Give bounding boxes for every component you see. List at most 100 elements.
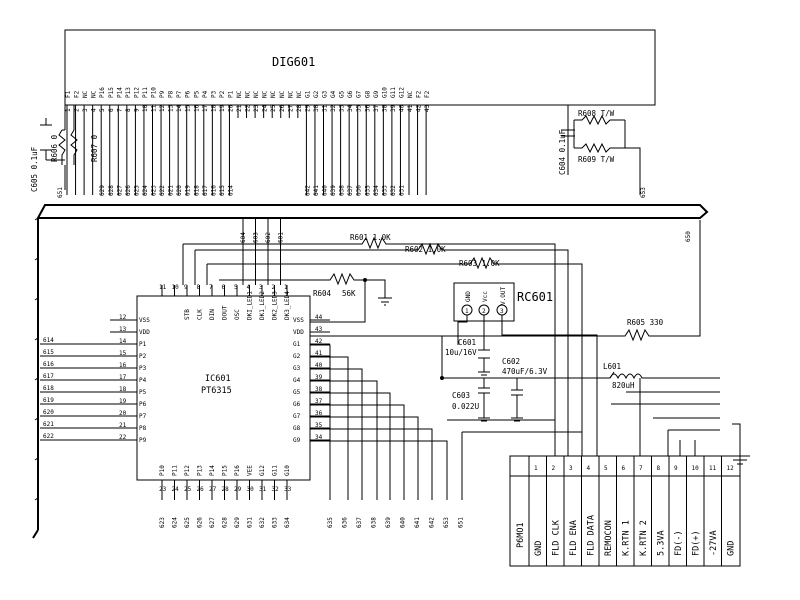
display-pin-number: 19: [219, 104, 226, 112]
ic-right-pin-number: 44: [315, 314, 323, 321]
connector-pin-number: 8: [657, 465, 661, 472]
connector-signal-label: -27VA: [709, 530, 719, 556]
ic-left-pin-label: P4: [139, 377, 147, 384]
ic-bottom-net-label: 653: [443, 517, 450, 528]
ic-left-pin-label: P1: [139, 341, 147, 348]
ic-bottom-pin-number: 27: [209, 486, 217, 493]
display-pin-label: NC: [253, 90, 260, 98]
display-pin-label: NC: [236, 90, 243, 98]
display-net-label: 619: [185, 185, 192, 196]
r605-resistor: R605 330: [310, 220, 701, 342]
display-pin-label: P1: [227, 90, 234, 98]
rc601-pin3-num: 3: [500, 308, 504, 315]
ic-left-net-label: 614: [43, 337, 54, 344]
connector-pin-number: 6: [622, 465, 626, 472]
right-supply-wires: [611, 391, 750, 465]
display-net-label: 629: [99, 185, 106, 196]
ic-right-pin-label: G4: [293, 377, 301, 384]
display-pin-label: NC: [82, 90, 89, 98]
display-pin-label: P8: [168, 90, 175, 98]
display-pin-label: P7: [176, 90, 183, 98]
display-pin-label: P10: [151, 87, 158, 98]
r603-label: R603 1.0K: [459, 259, 500, 268]
ic-left-pin-number: 16: [119, 362, 127, 369]
display-pin-number: 17: [202, 104, 209, 112]
display-net-label: 628: [108, 185, 115, 196]
ic-top-pin-label: STB: [184, 309, 191, 320]
ic-bottom-pin-label: P15: [222, 465, 229, 476]
ic-right-pin-number: 38: [315, 386, 323, 393]
rc601-vout-label: V.OUT: [500, 287, 507, 305]
display-pin-label: P4: [202, 90, 209, 98]
ic-top-pin-label: CLK: [197, 309, 204, 320]
display-pin-number: 28: [296, 104, 303, 112]
ic-left-net-label: 619: [43, 397, 54, 404]
ic-right-pin-label: G6: [293, 401, 301, 408]
ic-right-pin-label: G8: [293, 425, 301, 432]
ic-top-pin-number: 3: [259, 284, 263, 291]
ic-top-pin-number: 8: [197, 284, 201, 291]
c603-value: 0.022U: [452, 402, 479, 411]
r609-label: R609 T/W: [578, 155, 615, 164]
r607-label: R607 0: [90, 134, 99, 162]
display-pin-number: 21: [236, 104, 243, 112]
r604-junction: [363, 278, 367, 282]
ic-right-pin-number: 35: [315, 422, 323, 429]
ic-top-pin-number: 10: [172, 284, 180, 291]
net-653-label: 653: [640, 187, 647, 198]
display-net-label: 633: [381, 185, 388, 196]
ic-bottom-pin-label: G12: [259, 465, 266, 476]
display-net-label: 623: [151, 185, 158, 196]
display-pin-label: NC: [296, 90, 303, 98]
ic-right-pin-label: VDD: [293, 329, 304, 336]
l601-inductor: L601 820uH: [603, 362, 750, 465]
r602-label: R602 1.0K: [405, 245, 446, 254]
r604-label: R604: [313, 289, 332, 298]
ic-bottom-net-label: 640: [400, 517, 407, 528]
ic-bottom-net-label: 624: [172, 517, 179, 528]
ic-left-pin-number: 18: [119, 386, 127, 393]
display-net-label: 621: [168, 185, 175, 196]
display-net-label: 626: [125, 185, 132, 196]
display-pin-number: 9: [133, 108, 140, 112]
ic-left-pin-number: 20: [119, 410, 127, 417]
display-pin-label: NC: [270, 90, 277, 98]
ic-bottom-net-label: 627: [209, 517, 216, 528]
ic-left-pin-number: 17: [119, 374, 127, 381]
connector-pin-number: 12: [727, 465, 735, 472]
r604-value: 56K: [342, 289, 356, 298]
connector-pin-number: 5: [604, 465, 608, 472]
display-pin-number: 1: [65, 108, 72, 112]
connector-pin-number: 7: [639, 465, 643, 472]
display-pin-label: P5: [193, 90, 200, 98]
c602-value: 470uF/6.3V: [502, 367, 548, 376]
display-pin-number: 43: [424, 104, 431, 112]
ic-bottom-net-label: 651: [458, 517, 465, 528]
display-pin-number: 42: [416, 104, 423, 112]
ic-bottom-pin-number: 24: [172, 486, 180, 493]
display-pin-label: G2: [313, 90, 320, 98]
display-pin-label: G10: [381, 87, 388, 98]
ic-left-pin-label: P6: [139, 401, 147, 408]
ic-left-pin-label: P9: [139, 437, 147, 444]
connector-signal-label: FD(+): [692, 530, 702, 556]
r604-network: R604 56K: [219, 272, 392, 323]
ic-right-pin-number: 40: [315, 362, 323, 369]
ic-top-pin-label: DK1_LED2: [259, 291, 266, 320]
c605-label: C605 0.1uF: [30, 146, 39, 192]
ic-left-pin-label: P3: [139, 365, 147, 372]
ic-bottom-net-label: 632: [259, 517, 266, 528]
connector-body: [509, 455, 741, 567]
ic-bottom-net-label: 629: [234, 517, 241, 528]
ic-bottom-net-label: 634: [284, 517, 291, 528]
ic-left-pin-label: P5: [139, 389, 147, 396]
display-pin-number: 14: [176, 104, 183, 112]
ic-left-net-label: 622: [43, 433, 54, 440]
ic-top-pin-number: 5: [234, 284, 238, 291]
ic-left-net-label: 615: [43, 349, 54, 356]
display-pin-label: P13: [125, 87, 132, 98]
display-right-passives: R608 T/W R609 T/W C604 0.1uF 653: [558, 105, 647, 198]
display-pin-number: 26: [279, 104, 286, 112]
display-net-label: 639: [330, 185, 337, 196]
